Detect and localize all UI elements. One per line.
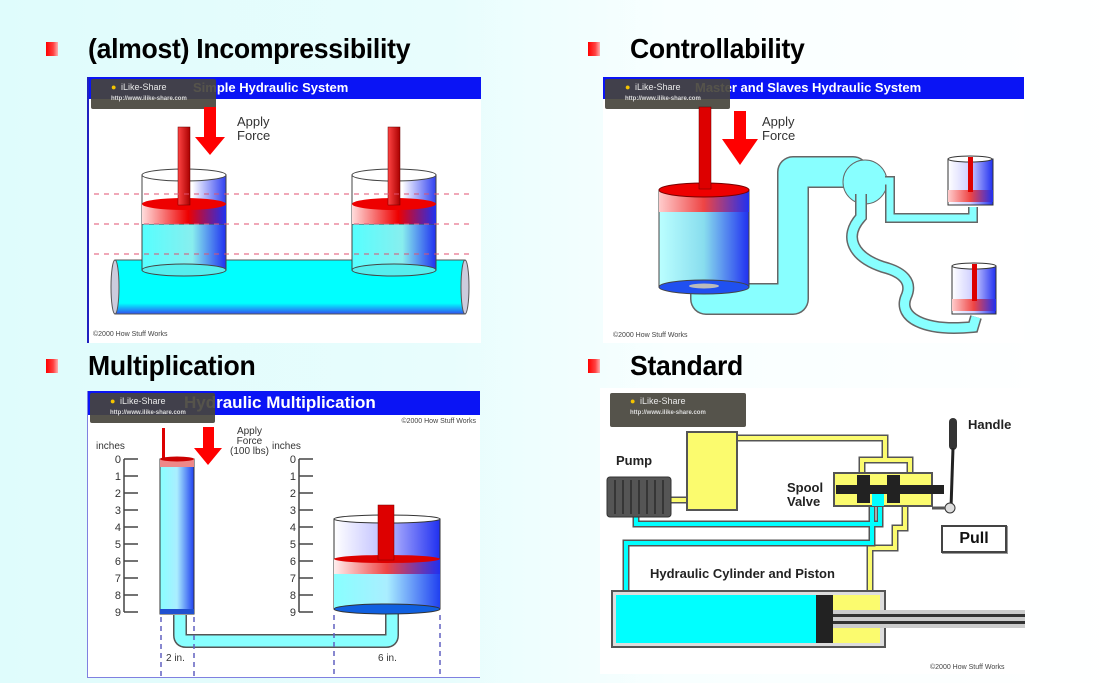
watermark-url: http://www.ilike-share.com bbox=[630, 410, 706, 416]
pump bbox=[606, 476, 672, 518]
axis-label-right: inches bbox=[272, 441, 301, 452]
scale-tick-label: 4 bbox=[115, 522, 121, 534]
master-slaves-diagram: Master and Slaves Hydraulic System ● iLi… bbox=[603, 77, 1024, 343]
right-inch-scale: 0 1 2 3 4 5 6 7 8 9 bbox=[290, 454, 313, 619]
down-arrow-icon bbox=[195, 107, 225, 155]
hydraulic-cylinder bbox=[611, 590, 1025, 648]
bee-logo-icon: ● bbox=[630, 396, 636, 406]
cylinder-label: Hydraulic Cylinder and Piston bbox=[650, 566, 835, 581]
scale-tick-label: 3 bbox=[115, 505, 121, 517]
scale-tick-label: 9 bbox=[115, 607, 121, 619]
scale-tick-label: 9 bbox=[290, 607, 296, 619]
large-width-label: 6 in. bbox=[378, 653, 397, 664]
bullet-label: Controllability bbox=[630, 33, 805, 64]
scale-tick-label: 0 bbox=[290, 454, 296, 466]
pump-label: Pump bbox=[616, 453, 653, 468]
slave-cylinder-top bbox=[947, 155, 994, 206]
scale-tick-label: 2 bbox=[115, 488, 121, 500]
right-cylinder bbox=[351, 126, 437, 277]
bullet-label: (almost) Incompressibility bbox=[88, 33, 411, 64]
watermark-brand: iLike-Share bbox=[635, 82, 681, 92]
diagram-title: Master and Slaves Hydraulic System bbox=[695, 80, 922, 95]
scale-tick-label: 7 bbox=[290, 573, 296, 585]
bullet-marker-icon bbox=[46, 42, 58, 56]
scale-tick-label: 7 bbox=[115, 573, 121, 585]
bee-logo-icon: ● bbox=[625, 82, 631, 92]
bullet-standard: Standard bbox=[588, 350, 749, 382]
handle-label: Handle bbox=[968, 417, 1012, 432]
copyright: ©2000 How Stuff Works bbox=[401, 418, 476, 425]
watermark-brand: iLike-Share bbox=[121, 82, 167, 92]
multiplication-drawing: 0 1 2 3 4 5 6 7 8 9 0 1 2 3 4 5 6 7 8 9 bbox=[115, 427, 441, 677]
small-cylinder bbox=[159, 428, 195, 615]
scale-tick-label: 8 bbox=[115, 590, 121, 602]
watermark: ● iLike-Share http://www.ilike-share.com bbox=[605, 79, 730, 109]
pull-button[interactable]: Pull bbox=[941, 525, 1007, 553]
handle[interactable] bbox=[932, 418, 957, 514]
small-width-label: 2 in. bbox=[166, 653, 185, 664]
diagram-title: Hydraulic Multiplication bbox=[184, 393, 376, 412]
bee-logo-icon: ● bbox=[111, 82, 117, 92]
bullet-incompressibility: (almost) Incompressibility bbox=[46, 33, 427, 65]
copyright: ©2000 How Stuff Works bbox=[93, 331, 168, 338]
diagram-title: Simple Hydraulic System bbox=[193, 80, 349, 95]
copyright: ©2000 How Stuff Works bbox=[613, 332, 688, 339]
spool-valve bbox=[833, 472, 944, 507]
axis-label-left: inches bbox=[96, 441, 125, 452]
bullet-marker-icon bbox=[46, 359, 58, 373]
bullet-label: Multiplication bbox=[88, 350, 256, 381]
standard-hydraulic-diagram: ● iLike-Share http://www.ilike-share.com bbox=[600, 388, 1030, 674]
tank bbox=[686, 431, 738, 511]
watermark: ● iLike-Share http://www.ilike-share.com bbox=[610, 393, 746, 427]
simple-hydraulic-diagram: Simple Hydraulic System ● iLike-Share ht… bbox=[87, 77, 481, 343]
watermark: ● iLike-Share http://www.ilike-share.com bbox=[90, 393, 215, 423]
large-cylinder bbox=[333, 504, 441, 615]
copyright: ©2000 How Stuff Works bbox=[930, 664, 1005, 671]
watermark-url: http://www.ilike-share.com bbox=[111, 96, 187, 102]
scale-tick-label: 5 bbox=[115, 539, 121, 551]
bullet-label: Standard bbox=[630, 350, 744, 381]
down-arrow-icon bbox=[722, 111, 758, 165]
watermark: ● iLike-Share http://www.ilike-share.com bbox=[91, 79, 216, 109]
scale-tick-label: 3 bbox=[290, 505, 296, 517]
left-cylinder bbox=[141, 126, 227, 277]
scale-tick-label: 5 bbox=[290, 539, 296, 551]
bullet-multiplication: Multiplication bbox=[46, 350, 264, 382]
watermark-brand: iLike-Share bbox=[120, 396, 166, 406]
watermark-url: http://www.ilike-share.com bbox=[110, 410, 186, 416]
left-inch-scale: 0 1 2 3 4 5 6 7 8 9 bbox=[115, 454, 138, 619]
scale-tick-label: 4 bbox=[290, 522, 296, 534]
down-arrow-icon bbox=[194, 427, 222, 465]
slave-cylinder-bottom bbox=[951, 262, 997, 315]
scale-tick-label: 2 bbox=[290, 488, 296, 500]
bullet-marker-icon bbox=[588, 359, 600, 373]
scale-tick-label: 1 bbox=[290, 471, 296, 483]
scale-tick-label: 6 bbox=[115, 556, 121, 568]
master-slaves-drawing bbox=[658, 106, 997, 334]
scale-tick-label: 0 bbox=[115, 454, 121, 466]
bee-logo-icon: ● bbox=[110, 396, 116, 406]
standard-system-drawing bbox=[606, 418, 1025, 648]
scale-tick-label: 1 bbox=[115, 471, 121, 483]
connecting-pipe bbox=[174, 613, 398, 647]
master-cylinder bbox=[658, 106, 750, 295]
bullet-marker-icon bbox=[588, 42, 600, 56]
simple-system-drawing bbox=[94, 107, 474, 315]
scale-tick-label: 6 bbox=[290, 556, 296, 568]
scale-tick-label: 8 bbox=[290, 590, 296, 602]
multiplication-diagram: Hydraulic Multiplication ● iLike-Share h… bbox=[87, 391, 480, 678]
bullet-controllability: Controllability bbox=[588, 33, 814, 65]
watermark-brand: iLike-Share bbox=[640, 396, 686, 406]
watermark-url: http://www.ilike-share.com bbox=[625, 96, 701, 102]
